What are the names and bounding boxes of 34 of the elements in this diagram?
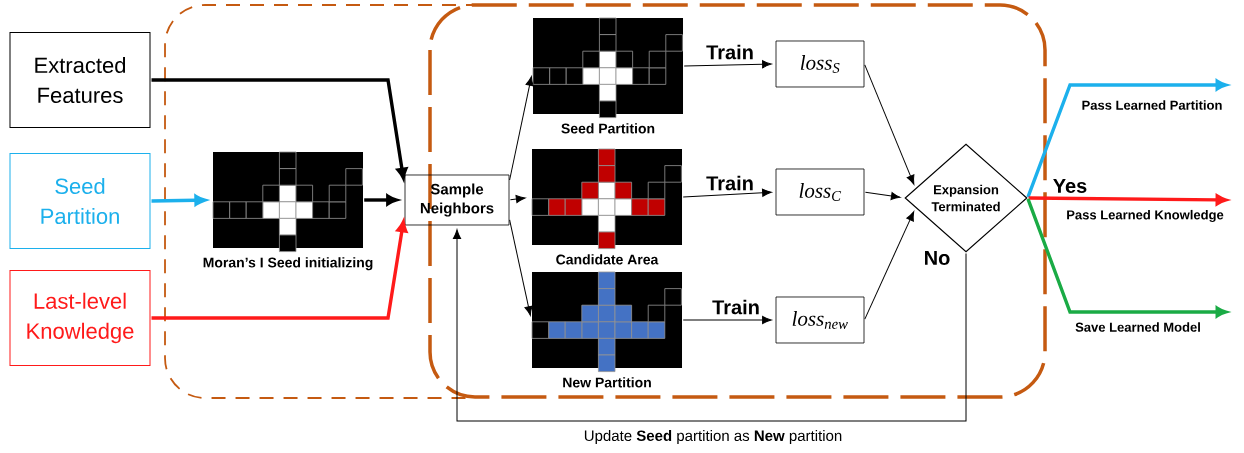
node-label: Moran’s I Seed initializing (203, 257, 373, 271)
grid-drawing (212, 151, 363, 252)
edge-label: Save Learned Model (1074, 321, 1202, 333)
grid-drawing (532, 17, 683, 118)
grid-drawing (531, 148, 682, 249)
arrow (864, 191, 901, 201)
arrow (682, 188, 772, 198)
input-box: Last-level Knowledge (9, 270, 151, 366)
arrow (682, 315, 772, 325)
edge-label: Train (711, 298, 761, 316)
loss-box: loss$_{C}$ (775, 168, 865, 216)
arrow (509, 76, 534, 181)
grid-drawing (531, 271, 682, 372)
arrow (864, 211, 915, 320)
arrow (509, 219, 533, 316)
node-label: Candidate Area (556, 254, 659, 265)
input-box: Extracted Features (9, 32, 151, 128)
branch-label: Yes (1053, 179, 1087, 193)
loss-box: loss$_{new}$ (775, 296, 865, 344)
arrow (509, 195, 526, 204)
edge-label: Train (705, 174, 755, 192)
node-label: Seed Partition (561, 123, 655, 134)
arrow (452, 229, 967, 422)
arrow (683, 60, 772, 69)
edge-label: Train (705, 43, 755, 61)
branch-label: No (925, 251, 950, 265)
arrow (151, 194, 207, 206)
edge-label: Update Seed partition as New partition (582, 429, 844, 445)
edge-label: Pass Learned Knowledge (1065, 208, 1225, 224)
input-box: Seed Partition (9, 153, 151, 249)
loss-box: loss$_{S}$ (775, 40, 865, 88)
edge-label: Pass Learned Partition (1080, 99, 1224, 111)
arrow (864, 64, 915, 185)
node-label: New Partition (563, 377, 651, 388)
